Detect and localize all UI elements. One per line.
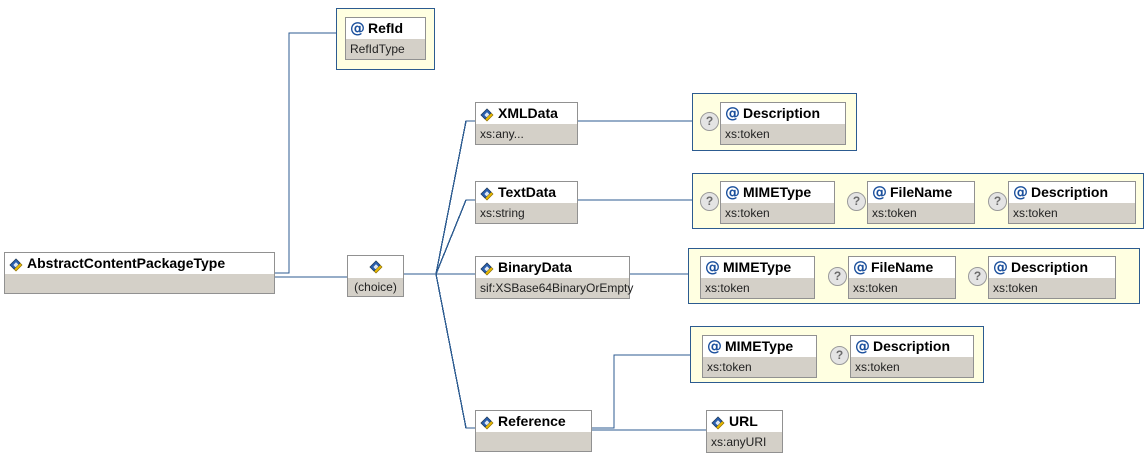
optional-marker: ? — [700, 112, 719, 131]
node-title-row: @ MIMEType — [721, 182, 834, 203]
attribute-icon: @ — [993, 258, 1008, 276]
node-title-row: @ MIMEType — [703, 336, 816, 357]
node-element-xmldata[interactable]: XMLData xs:any... — [475, 102, 578, 145]
node-attribute-xmldata-description[interactable]: @ Description xs:token — [720, 102, 846, 145]
node-title-row: @ Description — [989, 257, 1115, 278]
optional-marker: ? — [828, 267, 847, 286]
node-attribute-binarydata-filename[interactable]: @ FileName xs:token — [848, 256, 956, 299]
node-title-row: XMLData — [476, 103, 577, 124]
node-attribute-textdata-filename[interactable]: @ FileName xs:token — [867, 181, 975, 224]
node-title-row: AbstractContentPackageType — [5, 253, 274, 274]
node-title-row: @ Description — [851, 336, 973, 357]
node-attribute-refid[interactable]: @ RefId RefIdType — [345, 17, 426, 60]
node-type: xs:token — [701, 278, 814, 298]
attribute-icon: @ — [855, 337, 870, 355]
node-label: MIMEType — [743, 184, 812, 200]
node-attribute-reference-description[interactable]: @ Description xs:token — [850, 335, 974, 378]
node-type: xs:token — [849, 278, 955, 298]
node-title-row: @ FileName — [849, 257, 955, 278]
node-type: xs:token — [989, 278, 1115, 298]
node-type: xs:token — [868, 203, 974, 223]
optional-marker: ? — [968, 267, 987, 286]
attribute-icon: @ — [725, 104, 740, 122]
node-attribute-reference-mimetype[interactable]: @ MIMEType xs:token — [702, 335, 817, 378]
node-type: xs:token — [703, 357, 816, 377]
choice-icon-row — [348, 256, 403, 278]
node-attribute-binarydata-description[interactable]: @ Description xs:token — [988, 256, 1116, 299]
node-label: Description — [873, 338, 951, 354]
attribute-icon: @ — [707, 337, 722, 355]
node-label: AbstractContentPackageType — [27, 255, 226, 271]
node-label: Description — [1011, 259, 1089, 275]
node-label: URL — [729, 413, 758, 429]
element-icon — [480, 261, 494, 275]
node-type: RefIdType — [346, 39, 425, 59]
node-type: xs:anyURI — [707, 432, 782, 452]
node-label: FileName — [890, 184, 953, 200]
element-icon — [480, 415, 494, 429]
node-type: xs:token — [1009, 203, 1135, 223]
node-element-reference[interactable]: Reference — [475, 410, 592, 452]
optional-marker: ? — [830, 346, 849, 365]
attribute-icon: @ — [853, 258, 868, 276]
optional-marker: ? — [847, 192, 866, 211]
node-element-url[interactable]: URL xs:anyURI — [706, 410, 783, 453]
node-type — [476, 432, 591, 451]
node-attribute-textdata-description[interactable]: @ Description xs:token — [1008, 181, 1136, 224]
node-label: FileName — [871, 259, 934, 275]
line-hub-to-textdata — [435, 199, 475, 275]
node-type: xs:token — [851, 357, 973, 377]
attribute-icon: @ — [705, 258, 720, 276]
choice-icon — [369, 260, 383, 274]
element-icon — [480, 107, 494, 121]
line-root-to-refid — [275, 32, 336, 274]
attribute-icon: @ — [1013, 183, 1028, 201]
node-attribute-textdata-mimetype[interactable]: @ MIMEType xs:token — [720, 181, 835, 224]
node-element-binarydata[interactable]: BinaryData sif:XSBase64BinaryOrEmpty — [475, 256, 633, 299]
node-label: RefId — [368, 20, 403, 36]
node-label: BinaryData — [498, 259, 572, 275]
node-type: xs:any... — [476, 124, 577, 144]
element-icon — [480, 186, 494, 200]
node-type: xs:string — [476, 203, 577, 223]
attribute-icon: @ — [350, 19, 365, 37]
node-type — [5, 274, 274, 293]
optional-marker: ? — [700, 192, 719, 211]
node-element-textdata[interactable]: TextData xs:string — [475, 181, 578, 224]
attribute-icon: @ — [872, 183, 887, 201]
node-type: xs:token — [721, 203, 834, 223]
node-title-row: @ MIMEType — [701, 257, 814, 278]
node-type: xs:token — [721, 124, 845, 144]
node-title-row: @ RefId — [346, 18, 425, 39]
node-title-row: @ Description — [721, 103, 845, 124]
choice-label: (choice) — [348, 278, 403, 296]
node-label: Description — [1031, 184, 1109, 200]
line-reference-to-attrs — [592, 354, 690, 429]
node-label: TextData — [498, 184, 557, 200]
node-title-row: TextData — [476, 182, 577, 203]
line-hub-to-xmldata — [435, 120, 475, 275]
node-choice[interactable]: (choice) — [347, 255, 404, 297]
node-title-row: @ FileName — [868, 182, 974, 203]
node-label: XMLData — [498, 105, 558, 121]
node-type: sif:XSBase64BinaryOrEmpty — [476, 278, 633, 298]
node-label: Description — [743, 105, 821, 121]
node-title-row: BinaryData — [476, 257, 629, 278]
node-label: MIMEType — [725, 338, 794, 354]
node-label: Reference — [498, 413, 566, 429]
optional-marker: ? — [988, 192, 1007, 211]
line-hub-to-reference — [435, 273, 475, 429]
element-icon — [711, 415, 725, 429]
node-title-row: Reference — [476, 411, 591, 432]
node-abstract-content-package-type[interactable]: AbstractContentPackageType — [4, 252, 275, 294]
attribute-icon: @ — [725, 183, 740, 201]
node-label: MIMEType — [723, 259, 792, 275]
element-icon — [9, 257, 23, 271]
node-title-row: URL — [707, 411, 782, 432]
node-attribute-binarydata-mimetype[interactable]: @ MIMEType xs:token — [700, 256, 815, 299]
node-title-row: @ Description — [1009, 182, 1135, 203]
